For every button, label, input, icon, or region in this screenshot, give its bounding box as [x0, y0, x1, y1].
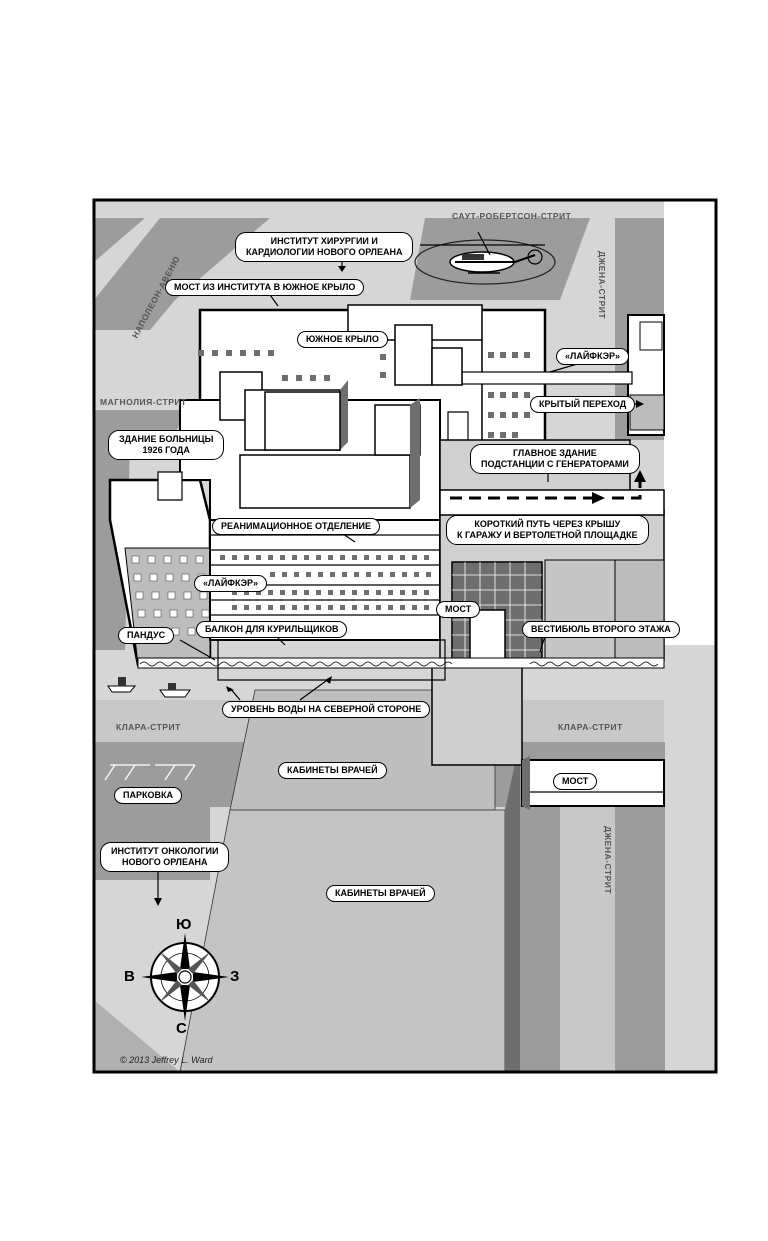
label-south-wing: ЮЖНОЕ КРЫЛО [297, 331, 388, 348]
covered-passage-entrance [630, 395, 664, 430]
compass-letter-bottom: С [176, 1020, 187, 1037]
street-jena-bottom: ДЖЕНА-СТРИТ [603, 826, 613, 894]
garage-facade [615, 560, 664, 660]
label-icu: РЕАНИМАЦИОННОЕ ОТДЕЛЕНИЕ [212, 518, 380, 535]
map-margin [664, 200, 716, 645]
hospital-1926-facade [125, 548, 210, 665]
compass-letter-right: З [230, 968, 239, 985]
street-clara-right: КЛАРА-СТРИТ [558, 722, 623, 732]
helipad-box [640, 322, 662, 350]
shadow [522, 756, 530, 810]
compass-letter-left: В [124, 968, 135, 985]
rooftop-block [432, 348, 462, 385]
rooftop-block [395, 325, 432, 385]
shadow [340, 380, 348, 450]
label-bridge-low: МОСТ [553, 773, 597, 790]
street-jena-top: ДЖЕНА-СТРИТ [597, 251, 607, 319]
compass-letter-top: Ю [176, 916, 191, 933]
label-covered-passage: КРЫТЫЙ ПЕРЕХОД [530, 396, 635, 413]
rooftop-block [158, 472, 182, 500]
label-doctors-offices-2: КАБИНЕТЫ ВРАЧЕЙ [326, 885, 435, 902]
street-clara-left: КЛАРА-СТРИТ [116, 722, 181, 732]
doctors-offices-roof [180, 810, 505, 1072]
label-ramp: ПАНДУС [118, 627, 174, 644]
label-smokers-balcony: БАЛКОН ДЛЯ КУРИЛЬЩИКОВ [196, 621, 347, 638]
label-water-level: УРОВЕНЬ ВОДЫ НА СЕВЕРНОЙ СТОРОНЕ [222, 701, 430, 718]
label-bridge-institute: МОСТ ИЗ ИНСТИТУТА В ЮЖНОЕ КРЫЛО [165, 279, 364, 296]
bridge-column [470, 610, 505, 660]
shadow [410, 398, 420, 508]
street-south-robertson: САУТ-РОБЕРТСОН-СТРИТ [452, 211, 571, 221]
garage-facade [545, 560, 615, 660]
roof-path [440, 490, 664, 515]
label-lifecare-top: «ЛАЙФКЭР» [556, 348, 629, 365]
label-parking: ПАРКОВКА [114, 787, 182, 804]
rooftop-block [240, 455, 410, 508]
label-second-floor-lobby: ВЕСТИБЮЛЬ ВТОРОГО ЭТАЖА [522, 621, 680, 638]
skybridge [462, 372, 632, 384]
label-bridge-mid: МОСТ [436, 601, 480, 618]
label-doctors-offices-1: КАБИНЕТЫ ВРАЧЕЙ [278, 762, 387, 779]
street-magnolia: МАГНОЛИЯ-СТРИТ [100, 397, 187, 407]
rooftop-tower [265, 392, 340, 450]
copyright: © 2013 Jeffrey L. Ward [120, 1055, 213, 1065]
label-lifecare-mid: «ЛАЙФКЭР» [194, 575, 267, 592]
